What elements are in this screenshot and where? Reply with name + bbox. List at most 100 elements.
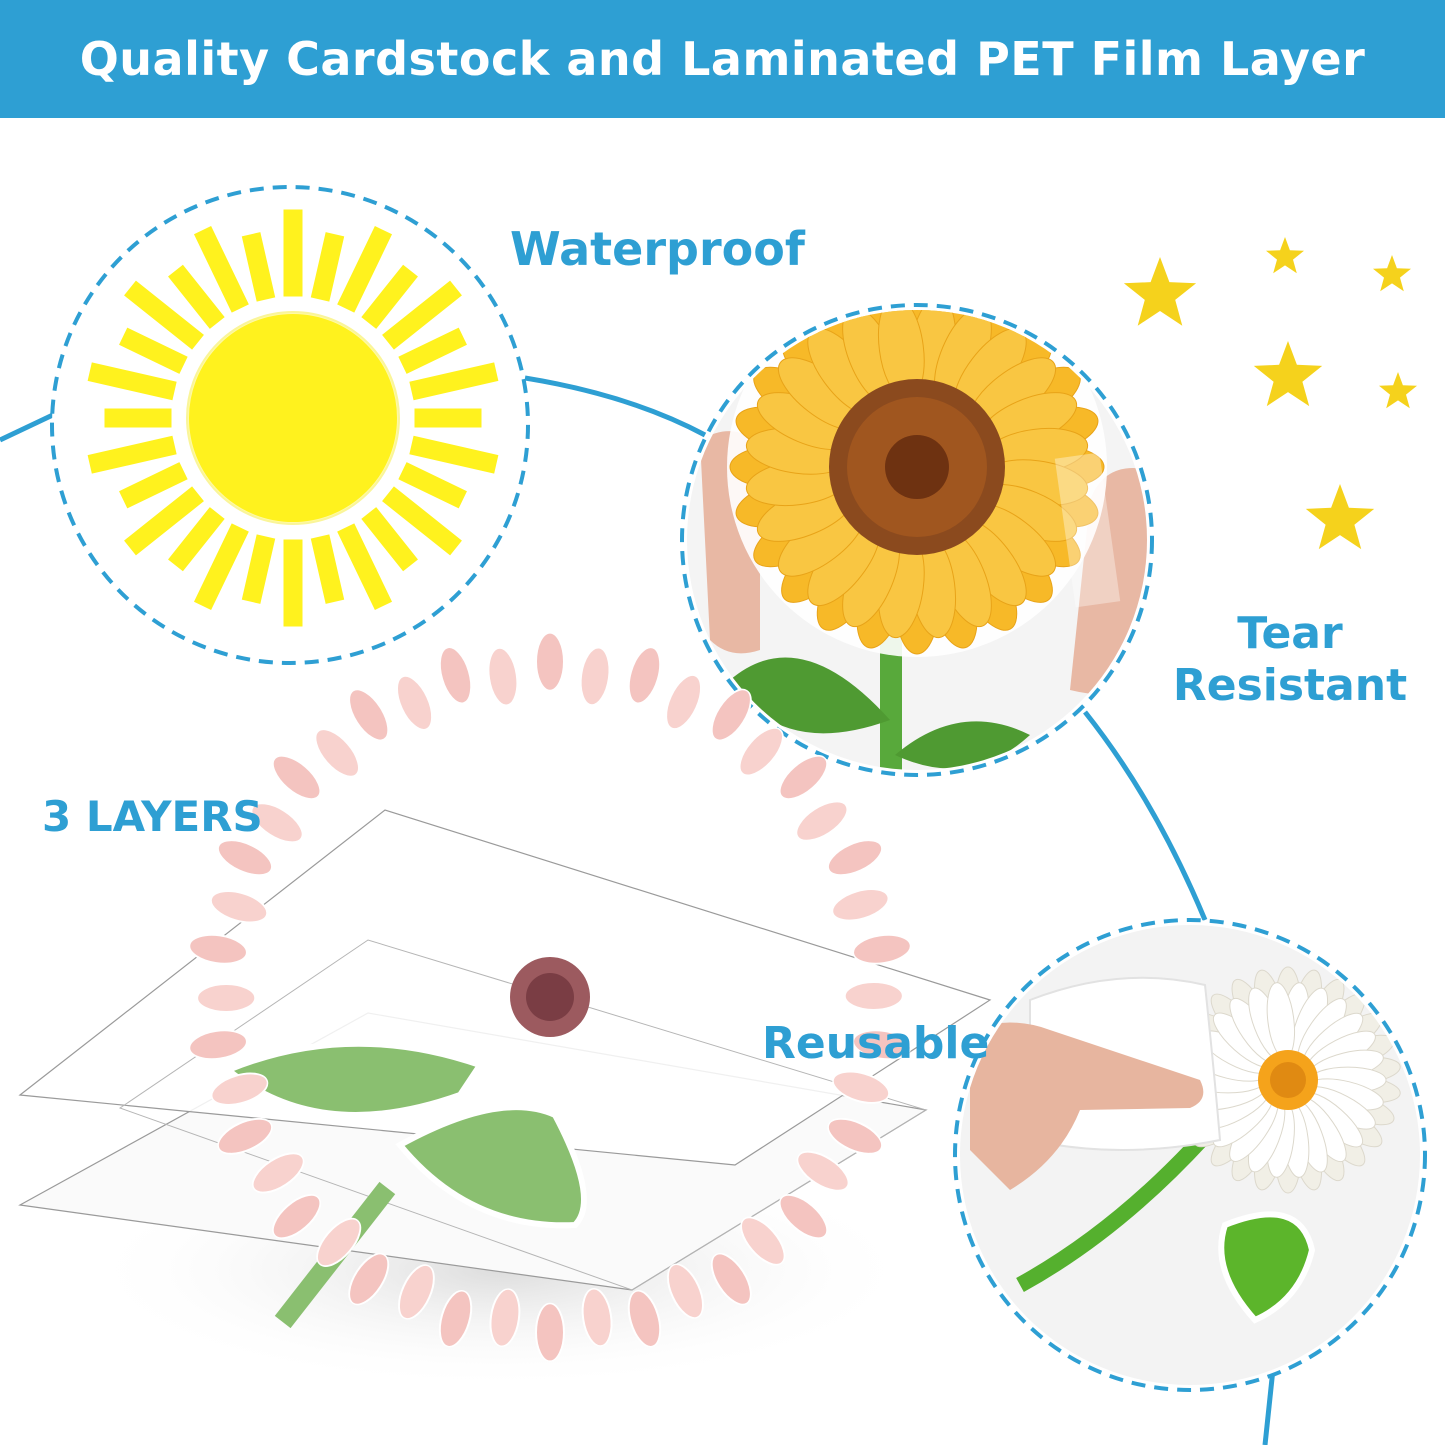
sun-ray	[84, 358, 181, 404]
pink-petal	[627, 1290, 662, 1348]
sun-ray	[307, 228, 348, 306]
pink-petal	[398, 1264, 435, 1320]
sun-ray	[238, 228, 279, 306]
pink-petal	[196, 983, 256, 1014]
pink-petal	[272, 1194, 322, 1240]
pink-petal	[852, 933, 912, 965]
sun-ray	[333, 222, 397, 317]
hand	[970, 1022, 1204, 1190]
leaf	[395, 1104, 587, 1229]
feature-label-reusable: Reusable	[762, 1018, 990, 1069]
sun-ray	[115, 323, 192, 378]
pink-petal	[831, 888, 890, 922]
star-icon	[1373, 255, 1411, 292]
pink-petal	[738, 727, 784, 777]
leaf	[1218, 1211, 1316, 1324]
sun-ray	[238, 530, 279, 608]
sun-ray	[115, 458, 192, 513]
star-icon	[1379, 372, 1417, 409]
feature-label-layers: 3 LAYERS	[42, 792, 263, 841]
sun-ray	[377, 276, 467, 354]
sun-ray	[394, 458, 471, 513]
pink-petal	[795, 800, 849, 842]
pink-petal	[665, 674, 702, 730]
star-icon	[1305, 484, 1375, 550]
layers-illustration	[18, 632, 992, 1390]
sun-ray	[189, 519, 253, 614]
pink-petal	[348, 688, 390, 742]
sun-ray	[411, 405, 485, 431]
sun-ray	[189, 222, 253, 317]
pink-petal	[740, 1216, 786, 1266]
pink-petal	[535, 632, 565, 692]
pink-petal	[579, 647, 611, 706]
sun-ray	[377, 482, 467, 560]
pink-petal	[627, 646, 662, 704]
pink-petal	[210, 890, 268, 924]
header-banner	[0, 0, 1445, 118]
pink-petal	[710, 688, 752, 742]
sun-ray	[101, 405, 175, 431]
pink-petal	[188, 933, 248, 965]
sun-ray	[357, 502, 423, 576]
pink-petal	[217, 1117, 273, 1155]
sun-ray	[333, 519, 397, 614]
pink-petal	[852, 1029, 912, 1061]
stars-decoration	[1123, 237, 1417, 550]
leaf	[730, 657, 890, 734]
pink-petal	[314, 728, 360, 778]
daisy-illustration	[953, 918, 1427, 1392]
pink-petal	[827, 1117, 883, 1155]
pink-petal	[251, 1152, 305, 1194]
pink-petal	[581, 1288, 613, 1347]
star-icon	[1123, 257, 1197, 326]
pink-petal	[348, 1252, 390, 1306]
feature-label-waterproof: Waterproof	[510, 222, 805, 276]
pink-petal	[438, 646, 473, 704]
pink-petal	[272, 754, 322, 800]
tear-label-line1: Tear	[1237, 608, 1343, 659]
tear-label-line2: Resistant	[1172, 660, 1408, 711]
sun-ray	[163, 260, 229, 334]
sun-ray	[280, 536, 306, 630]
sun-ray	[84, 432, 181, 478]
pink-petal	[844, 980, 904, 1011]
pink-petal	[535, 1302, 565, 1362]
pink-petal	[217, 839, 273, 877]
sun-ray	[394, 323, 471, 378]
star-icon	[1253, 341, 1323, 407]
pink-petal	[827, 839, 883, 877]
sun-ray	[163, 502, 229, 576]
pink-petal	[710, 1252, 752, 1306]
pink-petal	[489, 1288, 521, 1347]
star-icon	[1266, 237, 1304, 274]
pink-petal	[396, 675, 434, 731]
leaf	[222, 1040, 485, 1118]
connector-line-left	[0, 410, 59, 443]
sunflower-illustration	[680, 303, 1154, 777]
sun-ray	[119, 482, 209, 560]
sun-ray	[405, 432, 502, 478]
pink-petal	[778, 754, 828, 800]
sun-ray	[280, 206, 306, 300]
page-title: Quality Cardstock and Laminated PET Film…	[79, 32, 1366, 86]
sun-ray	[307, 530, 348, 608]
sun-ray	[405, 358, 502, 404]
pink-petal	[188, 1029, 248, 1061]
sun-ray	[119, 276, 209, 354]
pink-petal	[316, 1217, 362, 1267]
pink-petal	[438, 1290, 473, 1348]
pink-petal	[778, 1194, 828, 1240]
pink-petal	[250, 802, 304, 844]
pink-petal	[796, 1150, 850, 1192]
connector-line-sunflower-daisy	[1083, 710, 1208, 921]
pink-petal	[210, 1072, 269, 1106]
pink-petal	[487, 647, 519, 706]
pink-petal	[832, 1070, 890, 1104]
feature-label-tear-resistant: Tear Resistant	[1165, 608, 1415, 712]
sun-illustration	[50, 185, 530, 665]
pink-petal	[666, 1263, 704, 1319]
sun-ray	[357, 260, 423, 334]
connector-line-sun-sunflower	[524, 375, 707, 438]
